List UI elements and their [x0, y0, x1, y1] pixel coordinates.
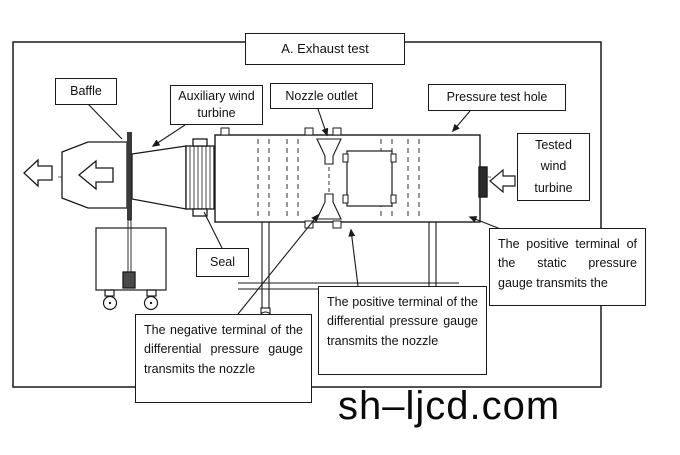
- seal-hatching: [189, 146, 211, 209]
- label-pressure-test-hole-text: Pressure test hole: [446, 90, 548, 105]
- access-panel: [346, 150, 393, 207]
- leader-pressure-test-hole: [452, 110, 471, 133]
- diagram-title-text: A. Exhaust test: [281, 41, 369, 57]
- duct-end-cap: [478, 166, 488, 198]
- leader-nozzle-outlet: [317, 108, 329, 137]
- leader-baffle: [87, 103, 123, 140]
- nozzle-lower: [316, 193, 342, 220]
- label-seal-text: Seal: [209, 255, 236, 270]
- note-positive-terminal-differential: The positive terminal of the differentia…: [318, 286, 487, 375]
- label-nozzle-outlet-text: Nozzle outlet: [285, 88, 358, 103]
- seal-tab-bottom: [192, 208, 208, 217]
- note-positive-diff-text: The positive terminal of the differentia…: [327, 295, 478, 348]
- leader-positive-diff: [348, 228, 359, 287]
- inlet-flow-arrow: [489, 168, 516, 194]
- nozzle-upper: [316, 138, 342, 165]
- seal-tab-top: [192, 138, 208, 147]
- note-positive-terminal-static: The positive terminal of the static pres…: [489, 228, 646, 306]
- panel-hinges: [342, 153, 397, 204]
- watermark-text: sh–ljcd.com: [338, 384, 561, 428]
- label-baffle: Baffle: [55, 78, 117, 105]
- auxiliary-turbine-assembly: [23, 132, 215, 289]
- label-auxiliary-text: Auxiliary wind turbine: [178, 89, 255, 120]
- label-tested-wind-turbine-text: Tested wind turbine: [534, 138, 573, 195]
- support-cart: [95, 227, 167, 311]
- baffle-plate: [127, 132, 132, 220]
- note-negative-terminal: The negative terminal of the differentia…: [135, 314, 312, 403]
- expanding-duct: [131, 145, 187, 210]
- duct-clips: [220, 127, 342, 229]
- diagram-title: A. Exhaust test: [245, 33, 405, 65]
- leader-auxiliary: [151, 124, 186, 147]
- leader-positive-static: [468, 216, 504, 231]
- leader-negative-terminal: [237, 213, 319, 315]
- label-baffle-text: Baffle: [70, 84, 102, 99]
- label-nozzle-outlet: Nozzle outlet: [270, 83, 373, 109]
- plumb-weight: [122, 271, 136, 289]
- note-positive-static-text: The positive terminal of the static pres…: [498, 237, 637, 290]
- leader-seal: [203, 211, 223, 249]
- note-negative-terminal-text: The negative terminal of the differentia…: [144, 323, 303, 376]
- label-seal: Seal: [196, 248, 249, 277]
- exhaust-flow-arrow: [23, 158, 53, 188]
- housing-flow-arrow: [77, 159, 114, 191]
- leader-lines: [87, 103, 504, 315]
- main-test-duct: [214, 127, 488, 229]
- label-auxiliary-wind-turbine: Auxiliary wind turbine: [170, 85, 263, 125]
- label-tested-wind-turbine: Tested wind turbine: [517, 133, 590, 201]
- label-pressure-test-hole: Pressure test hole: [428, 84, 566, 111]
